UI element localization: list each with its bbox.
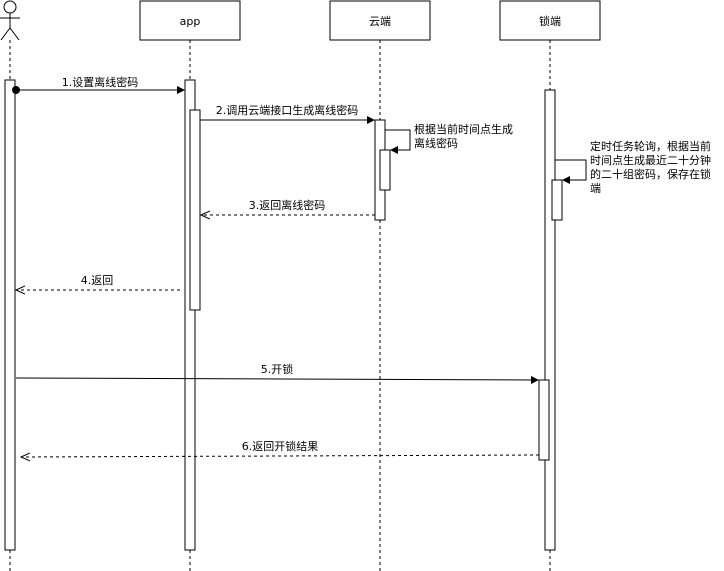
app-participant-label: app (180, 15, 201, 28)
actor-activation (4, 79, 16, 551)
message-4-label: 4.返回 (81, 274, 114, 287)
message-3-label: 3.返回离线密码 (249, 198, 326, 212)
app-activation-inner (189, 109, 201, 311)
lock-self-call-note-line-3: 的二十组密码，保存在锁 (590, 167, 711, 181)
message-1-label: 1.设置离线密码 (62, 75, 139, 89)
lock-activation-self (551, 179, 563, 221)
actor-icon (0, 0, 20, 41)
cloud-self-call-note-line-2: 离线密码 (414, 136, 458, 150)
lock-self-call-arrow (555, 159, 587, 184)
cloud-self-call-arrow (385, 129, 411, 154)
cloud-self-call-note: 根据当前时间点生成 离线密码 (414, 122, 517, 150)
lock-self-call-note-line-2: 时间点生成最近二十分钟 (590, 153, 711, 167)
app-participant-box (139, 0, 241, 41)
cloud-participant-label: 云端 (369, 15, 391, 28)
cloud-self-call-note-line-1: 根据当前时间点生成 (414, 122, 513, 136)
message-5-label: 5.开锁 (261, 362, 294, 376)
lock-self-call-note: 定时任务轮询，根据当前 时间点生成最近二十分钟 的二十组密码，保存在锁 端 (590, 139, 715, 195)
lock-self-call-note-line-1: 定时任务轮询，根据当前 (590, 139, 711, 153)
message-2-label: 2.调用云端接口生成离线密码 (216, 103, 359, 117)
lock-self-call-note-line-4: 端 (590, 182, 601, 195)
app-activation (184, 79, 196, 551)
lock-activation-unlock (538, 379, 550, 461)
message-6-arrow (21, 455, 540, 457)
lock-participant-label: 锁端 (539, 14, 561, 28)
lock-activation (544, 89, 556, 551)
message-5-arrow (15, 375, 539, 384)
message-6-label: 6.返回开锁结果 (242, 439, 319, 453)
lock-participant-box (499, 0, 601, 41)
cloud-participant-box (329, 0, 431, 41)
cloud-activation-self (379, 149, 391, 191)
